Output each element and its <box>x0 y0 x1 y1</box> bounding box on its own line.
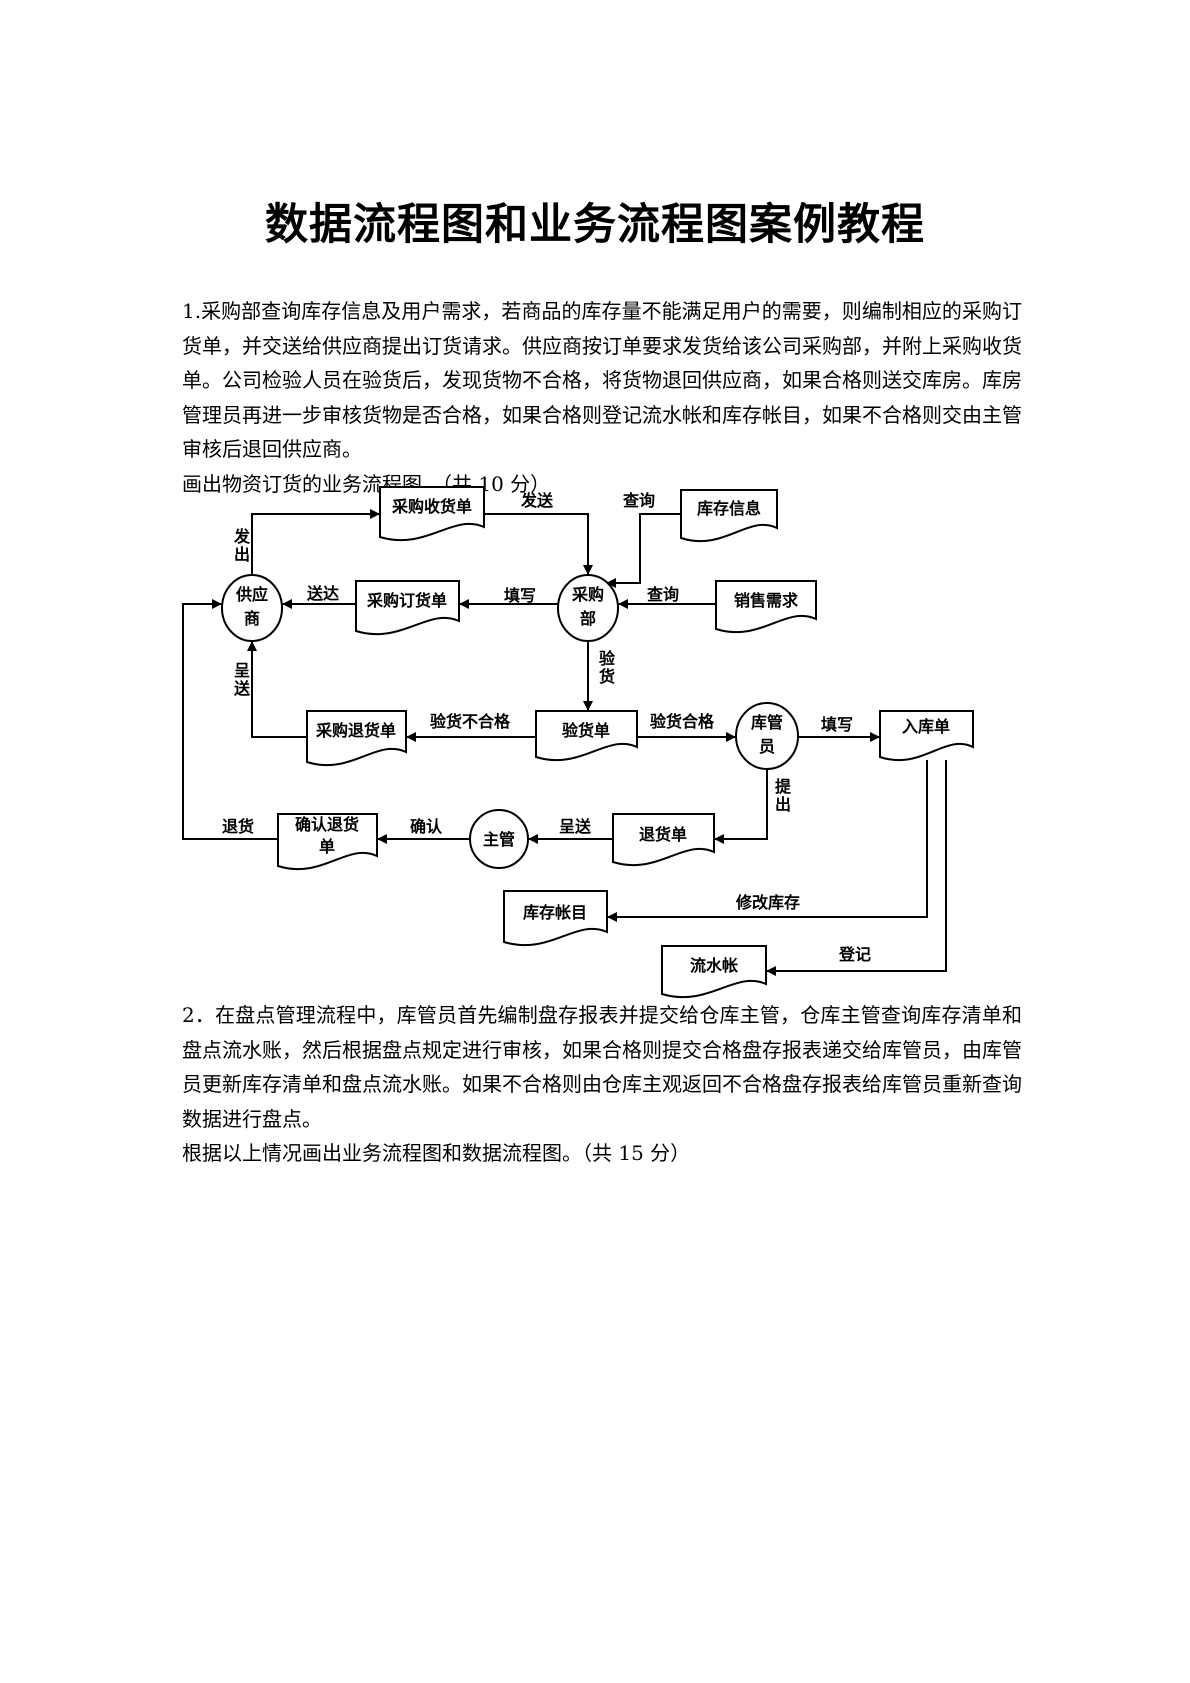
edge-register <box>766 760 947 976</box>
node-keeper-line1: 库管 <box>751 713 783 732</box>
node-supervisor: 主管 <box>483 830 515 849</box>
edge-label-send: 发送 <box>521 491 554 510</box>
return-doc-shape <box>612 813 715 867</box>
question-2: 2．在盘点管理流程中，库管员首先编制盘存报表并提交给仓库主管，仓库主管查询库存清… <box>182 998 1022 1171</box>
doc-confirm-return-line1: 确认退货 <box>295 815 359 834</box>
node-supplier-line1: 供应 <box>235 585 268 604</box>
doc-order: 采购订货单 <box>366 591 447 610</box>
edge-submit <box>714 769 768 844</box>
purchase-return-doc-shape <box>306 710 407 767</box>
supervisor-process-circle <box>469 809 529 869</box>
edge-label-present-supervisor: 呈送 <box>559 817 592 836</box>
node-purchasing-line1: 采购 <box>571 585 604 604</box>
keeper-process-circle <box>735 702 799 770</box>
edge-modify-stock <box>607 760 928 922</box>
edge-label-fill-warehouse-in: 填写 <box>821 715 854 734</box>
doc-receipt: 采购收货单 <box>391 497 472 516</box>
question-1: 1.采购部查询库存信息及用户需求，若商品的库存量不能满足用户的需要，则编制相应的… <box>182 294 1022 501</box>
doc-purchase-return: 采购退货单 <box>315 721 396 740</box>
edge-send <box>484 513 593 575</box>
edge-label-query-sales: 查询 <box>647 585 680 604</box>
doc-stock-info: 库存信息 <box>697 499 761 518</box>
edge-query-stock <box>606 513 681 588</box>
edge-label-modify-stock: 修改库存 <box>736 893 801 912</box>
doc-warehouse-in: 入库单 <box>902 717 950 736</box>
stock-info-doc-shape <box>680 489 778 543</box>
edge-return-goods <box>182 599 278 840</box>
question-2-text: 2．在盘点管理流程中，库管员首先编制盘存报表并提交给仓库主管，仓库主管查询库存清… <box>182 1003 1022 1131</box>
order-doc-shape <box>355 580 460 636</box>
sales-doc-shape <box>715 580 817 634</box>
doc-inspection: 验货单 <box>562 721 610 740</box>
stock-ledger-doc-shape <box>503 890 608 947</box>
warehouse-in-doc-shape <box>879 710 974 762</box>
doc-sales: 销售需求 <box>734 591 799 610</box>
edge-present-supplier <box>247 641 307 738</box>
doc-stock-ledger: 库存帐目 <box>523 903 587 922</box>
page-title: 数据流程图和业务流程图案例教程 <box>265 200 925 250</box>
edge-label-inspect-pass: 验货合格 <box>650 712 715 731</box>
edge-label-inspect: 验货 <box>596 650 615 686</box>
confirm-return-doc-shape <box>277 813 378 871</box>
edge-label-deliver: 送达 <box>307 584 340 603</box>
edge-label-return-goods: 退货 <box>222 817 255 836</box>
edge-label-register: 登记 <box>839 945 872 964</box>
doc-confirm-return-line2: 单 <box>319 837 335 856</box>
question-1-task: 画出物资订货的业务流程图。（共 10 分） <box>182 471 551 496</box>
edge-label-fill-order: 填写 <box>504 586 537 605</box>
edge-issue <box>251 509 380 575</box>
edge-label-inspect-fail: 验货不合格 <box>430 712 511 731</box>
edge-label-submit: 提出 <box>772 778 791 814</box>
receipt-doc-shape <box>379 486 485 542</box>
journal-doc-shape <box>661 945 767 999</box>
inspection-doc-shape <box>535 710 638 762</box>
edge-label-query-stock: 查询 <box>623 491 656 510</box>
edge-label-confirm: 确认 <box>410 817 443 836</box>
doc-return: 退货单 <box>639 825 687 844</box>
doc-journal: 流水帐 <box>690 956 738 975</box>
question-1-text: 1.采购部查询库存信息及用户需求，若商品的库存量不能满足用户的需要，则编制相应的… <box>182 299 1022 461</box>
edge-label-issue: 发出 <box>231 528 250 564</box>
purchasing-process-circle <box>557 574 619 642</box>
edge-label-present-supplier: 呈送 <box>231 662 250 698</box>
node-purchasing-line2: 部 <box>580 609 596 628</box>
node-keeper-line2: 员 <box>759 737 775 756</box>
question-2-task: 根据以上情况画出业务流程图和数据流程图。（共 15 分） <box>182 1141 691 1165</box>
node-supplier-line2: 商 <box>244 609 260 628</box>
supplier-process-circle <box>221 574 283 642</box>
